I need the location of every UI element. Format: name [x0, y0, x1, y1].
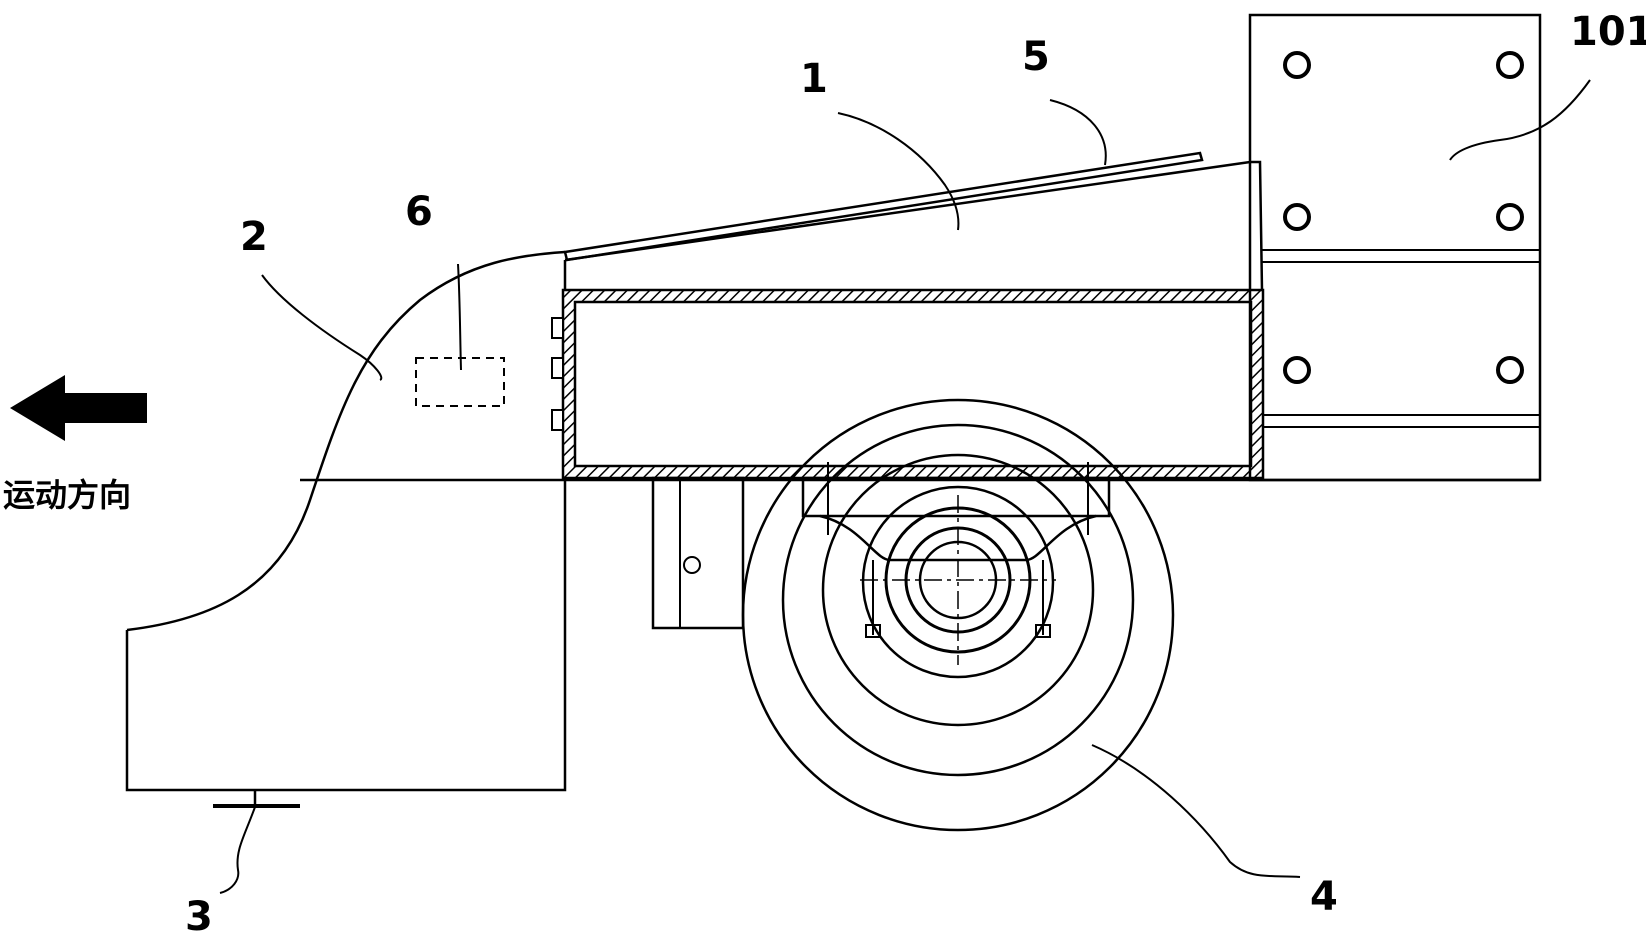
callout-5: 5 — [1022, 34, 1050, 80]
callout-101: 101 — [1570, 9, 1646, 55]
plate-holes — [1283, 51, 1524, 384]
wheel-bracket — [651, 476, 745, 630]
hatched-box — [561, 288, 1265, 480]
callout-4: 4 — [1310, 874, 1338, 920]
wheel — [741, 398, 1175, 832]
direction-label: 运动方向 — [3, 476, 131, 514]
direction-arrow-icon — [10, 375, 147, 441]
side-bolts — [551, 317, 564, 431]
top-cover-plate — [563, 151, 1204, 262]
foot-plate — [213, 790, 300, 808]
axle-strap — [801, 462, 1111, 638]
callout-1: 1 — [800, 56, 828, 102]
callout-2: 2 — [240, 214, 268, 260]
upper-housing — [564, 160, 1264, 291]
nose-body — [125, 250, 567, 792]
rear-plate — [1248, 13, 1542, 482]
callout-6: 6 — [405, 189, 433, 235]
callout-3: 3 — [185, 894, 213, 938]
leader-lines — [219, 79, 1591, 894]
